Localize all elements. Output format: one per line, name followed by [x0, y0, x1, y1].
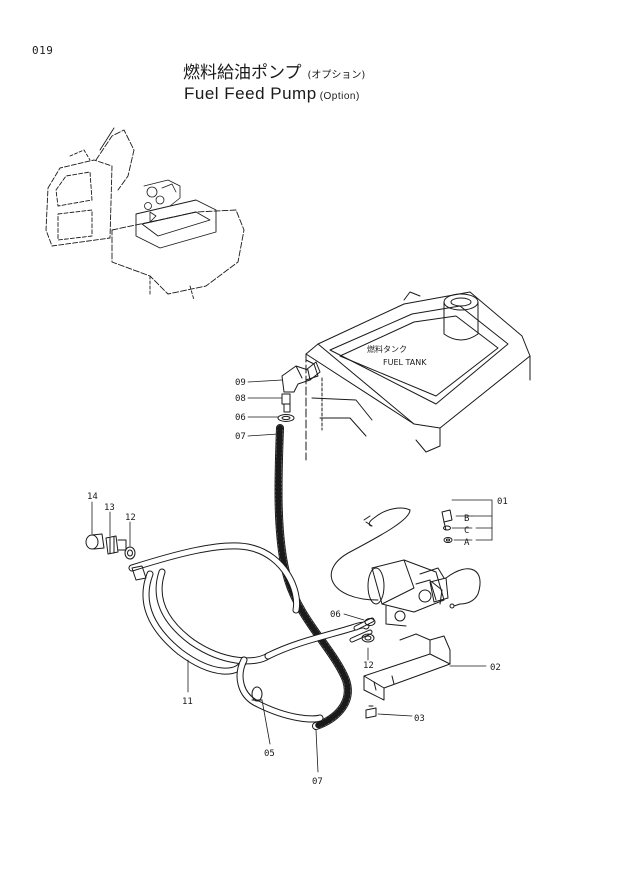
hose-clamp-06-top — [277, 414, 295, 422]
callout-11: 11 — [182, 697, 193, 707]
callout-08: 08 — [235, 394, 246, 404]
callout-a: A — [464, 538, 470, 548]
callout-09: 09 — [235, 378, 246, 388]
overview-pump-icon — [143, 179, 181, 223]
bolt-03 — [365, 705, 377, 719]
hose-clamp-12-pump — [361, 633, 375, 643]
fuel-pump-assembly — [330, 507, 481, 701]
part-c-washer — [443, 525, 451, 531]
part-a-washer — [443, 537, 453, 543]
callout-12-left: 12 — [125, 513, 136, 523]
title-english: Fuel Feed Pump(Option) — [184, 84, 360, 104]
callout-c: C — [464, 526, 469, 536]
title-japanese: 燃料給油ポンプ (オプション) — [183, 58, 365, 83]
suction-hose-11 — [128, 542, 370, 723]
elbow-fitting-09 — [281, 361, 321, 393]
hose-clamp-12-left — [124, 546, 136, 560]
connector-08 — [281, 393, 291, 413]
tank-label-en: FUEL TANK — [383, 358, 427, 367]
fuel-filler-neck — [443, 293, 479, 341]
tank-label-jp: 燃料タンク — [367, 344, 407, 354]
callout-07-bottom: 07 — [312, 777, 323, 787]
hose-clamp-06-pump — [364, 618, 376, 626]
adapter-13 — [105, 535, 127, 555]
excavator-overview — [45, 127, 245, 301]
title-jp-text: 燃料給油ポンプ — [183, 63, 302, 83]
callout-03: 03 — [414, 714, 425, 724]
callout-07-top: 07 — [235, 432, 246, 442]
callout-labels: 09 08 06 07 14 13 12 11 05 07 06 12 01 B… — [87, 378, 508, 787]
callout-01: 01 — [497, 497, 508, 507]
callout-14: 14 — [87, 492, 98, 502]
callout-05: 05 — [264, 749, 275, 759]
clamp-05 — [251, 686, 263, 702]
callout-12-pump: 12 — [363, 661, 374, 671]
callout-06-pump: 06 — [330, 610, 341, 620]
title-en-option: (Option) — [319, 91, 360, 102]
corrugated-hose-07 — [274, 424, 352, 730]
callout-02: 02 — [490, 663, 501, 673]
cap-14 — [85, 533, 105, 550]
callout-06-top: 06 — [235, 413, 246, 423]
callout-b: B — [464, 514, 469, 524]
page-number: 019 — [32, 44, 54, 57]
callout-13: 13 — [104, 503, 115, 513]
title-en-text: Fuel Feed Pump — [184, 84, 317, 103]
fuel-tank: 燃料タンク FUEL TANK — [305, 291, 531, 461]
title-jp-option: (オプション) — [307, 70, 366, 81]
leader-lines — [91, 379, 493, 773]
